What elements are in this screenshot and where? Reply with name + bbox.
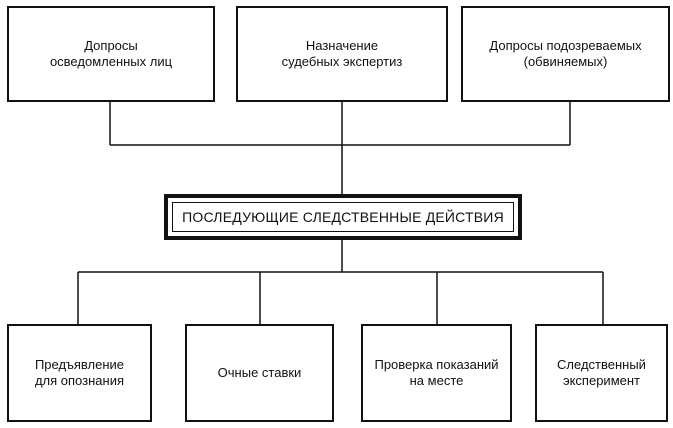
node-label: Допросы осведомленных лиц [49, 38, 173, 69]
node-forensic-expertise: Назначение судебных экспертиз [236, 6, 448, 102]
node-label: Очные ставки [217, 365, 302, 380]
node-suspect-interrogation: Допросы подозреваемых (обвиняемых) [461, 6, 670, 102]
node-label: Допросы подозреваемых (обвиняемых) [489, 38, 642, 69]
node-witness-interrogation: Допросы осведомленных лиц [7, 6, 215, 102]
node-identification: Предъявление для опознания [7, 324, 152, 422]
node-label: Предъявление для опознания [34, 357, 125, 388]
node-label: Проверка показаний на месте [374, 357, 499, 388]
node-verification-on-site: Проверка показаний на месте [361, 324, 512, 422]
node-confrontation: Очные ставки [185, 324, 334, 422]
node-label: Назначение судебных экспертиз [281, 38, 403, 69]
node-subsequent-actions: ПОСЛЕДУЮЩИЕ СЛЕДСТВЕННЫЕ ДЕЙСТВИЯ [164, 194, 522, 240]
node-label: Следственный эксперимент [557, 357, 646, 388]
center-label: ПОСЛЕДУЮЩИЕ СЛЕДСТВЕННЫЕ ДЕЙСТВИЯ [182, 209, 504, 225]
node-investigative-experiment: Следственный эксперимент [535, 324, 668, 422]
center-inner-frame: ПОСЛЕДУЮЩИЕ СЛЕДСТВЕННЫЕ ДЕЙСТВИЯ [172, 202, 514, 232]
